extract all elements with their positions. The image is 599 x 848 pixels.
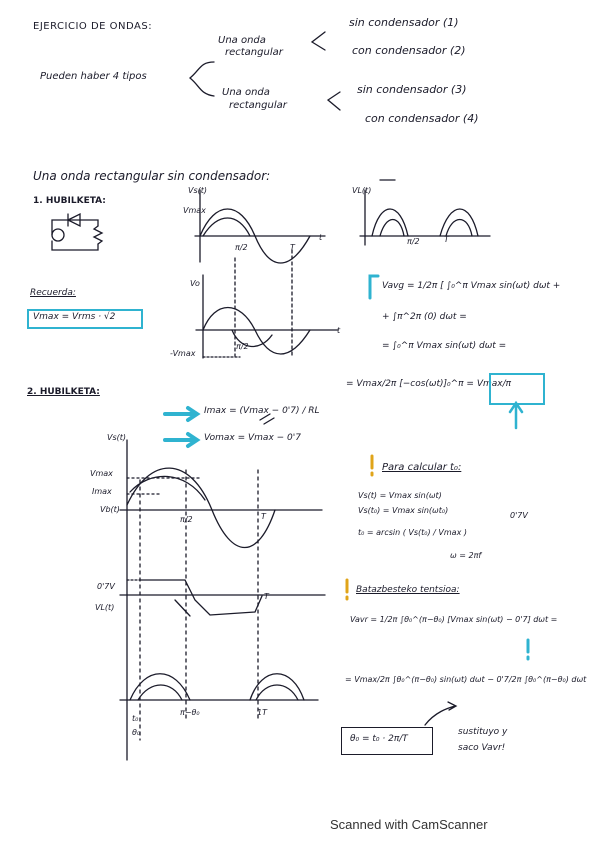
plot4-vb-label: Vb(t) — [100, 505, 120, 514]
type-1: sin condensador (1) — [349, 16, 459, 29]
plot6-1T: 1T — [257, 708, 267, 717]
intro-text: Pueden haber 4 tipos — [40, 71, 147, 82]
plot3-hump1 — [371, 208, 409, 237]
plot3-axes — [359, 189, 491, 246]
plot3-T: T — [444, 235, 449, 244]
vavg-line1: Vavg = 1/2π [ ∫₀^π Vmax sin(ωt) dωt + — [382, 281, 561, 291]
formula-box — [27, 309, 143, 329]
note-line2: saco Vavr! — [458, 743, 506, 753]
plot1-vmax-label: Vmax — [183, 206, 206, 215]
remember-label: Recuerda: — [30, 288, 76, 298]
vavg-line4: = Vmax/2π [−cos(ωt)]₀^π = Vmax/π — [346, 379, 512, 389]
type-2: con condensador (2) — [352, 44, 466, 57]
brace-b-icon — [326, 91, 341, 111]
plot2-vo-label: Vo — [190, 279, 200, 288]
t0-title: Para calcular t₀: — [382, 462, 462, 473]
branch-a-line2: rectangular — [225, 47, 283, 58]
brace-a-icon — [310, 31, 326, 51]
t0-07v: 0'7V — [510, 511, 528, 520]
branch-b-line2: rectangular — [229, 100, 287, 111]
ac-source-icon — [51, 228, 65, 242]
imax-formula: Imax = (Vmax − 0'7) / RL — [204, 406, 320, 416]
t0-line4: ω = 2πf — [450, 551, 482, 560]
plot2-axes — [195, 274, 339, 359]
plot1-vs-label: Vs(t) — [188, 186, 208, 195]
case2-title: 2. HUBILKETA: — [27, 387, 100, 397]
plot2-pi-half: π/2 — [236, 342, 249, 351]
plot3-hump2 — [439, 208, 479, 237]
theta-formula: θ₀ = t₀ · 2π/T — [350, 734, 408, 744]
case1-title: 1. HUBILKETA: — [33, 196, 106, 206]
note-line1: sustituyo y — [458, 727, 508, 737]
vavg-line3: = ∫₀^π Vmax sin(ωt) dωt = — [382, 341, 507, 351]
plot5-07v: 0'7V — [97, 582, 115, 591]
section1-heading: Una onda rectangular sin condensador: — [33, 169, 271, 183]
plot4-axes — [119, 439, 323, 761]
plot4-vs-label: Vs(t) — [107, 433, 127, 442]
plot6-theta0: θ₀ — [132, 728, 141, 737]
camscanner-footer: Scanned with CamScanner — [330, 817, 488, 832]
branch-a-line1: Una onda — [218, 35, 266, 46]
plot6-hump1 — [129, 673, 191, 701]
plot4-sine — [126, 467, 276, 549]
branch-b-line1: Una onda — [222, 87, 270, 98]
plot6-hump2 — [249, 673, 305, 701]
page-title: EJERCICIO DE ONDAS: — [33, 21, 153, 32]
big-brace-icon — [188, 61, 215, 97]
plot4-imax: Imax — [92, 487, 112, 496]
plot2-t: t — [337, 326, 341, 335]
t0-line2: Vs(t₀) = Vmax sin(ωt₀) — [358, 506, 449, 515]
diode-icon — [66, 212, 81, 228]
plot6-t0: t₀ — [132, 714, 139, 723]
t0-line1: Vs(t) = Vmax sin(ωt) — [358, 491, 442, 500]
avg-line2: = Vmax/2π ∫θ₀^(π−θ₀) sin(ωt) dωt − 0'7/2… — [345, 675, 587, 684]
plot5-vl-label: VL(t) — [95, 603, 115, 612]
plot1-pi-half: π/2 — [235, 243, 248, 252]
plot6-pi-theta: π−θ₀ — [180, 708, 200, 717]
plot5-T: T — [264, 592, 269, 601]
type-3: sin condensador (3) — [357, 83, 467, 96]
plot1-t: t — [319, 233, 323, 242]
avg-line1: Vavr = 1/2π ∫θ₀^(π−θ₀) [Vmax sin(ωt) − 0… — [350, 615, 558, 624]
plot1-T: T — [290, 243, 295, 252]
plot3-pi-half: π/2 — [407, 237, 420, 246]
plot4-vmax: Vmax — [90, 469, 113, 478]
avg-title: Batazbesteko tentsioa: — [356, 585, 460, 595]
plot2-sine — [202, 306, 311, 355]
plot5-wave — [139, 579, 263, 616]
plot4-T: T — [261, 512, 266, 521]
theta-box — [341, 727, 433, 755]
plot1-axes — [194, 189, 326, 263]
plot3-vl-label: VL(t) — [352, 186, 372, 195]
plot2-neg-vmax: -Vmax — [170, 349, 196, 358]
vavg-line2: + ∫π^2π (0) dωt = — [382, 312, 467, 322]
vomax-formula: Vomax = Vmax − 0'7 — [204, 433, 301, 443]
formula-vmax: Vmax = Vrms · √2 — [33, 312, 116, 322]
type-4: con condensador (4) — [365, 112, 479, 125]
t0-line3: t₀ = arcsin ( Vs(t₀) / Vmax ) — [358, 528, 467, 537]
resistor-icon — [92, 225, 104, 245]
